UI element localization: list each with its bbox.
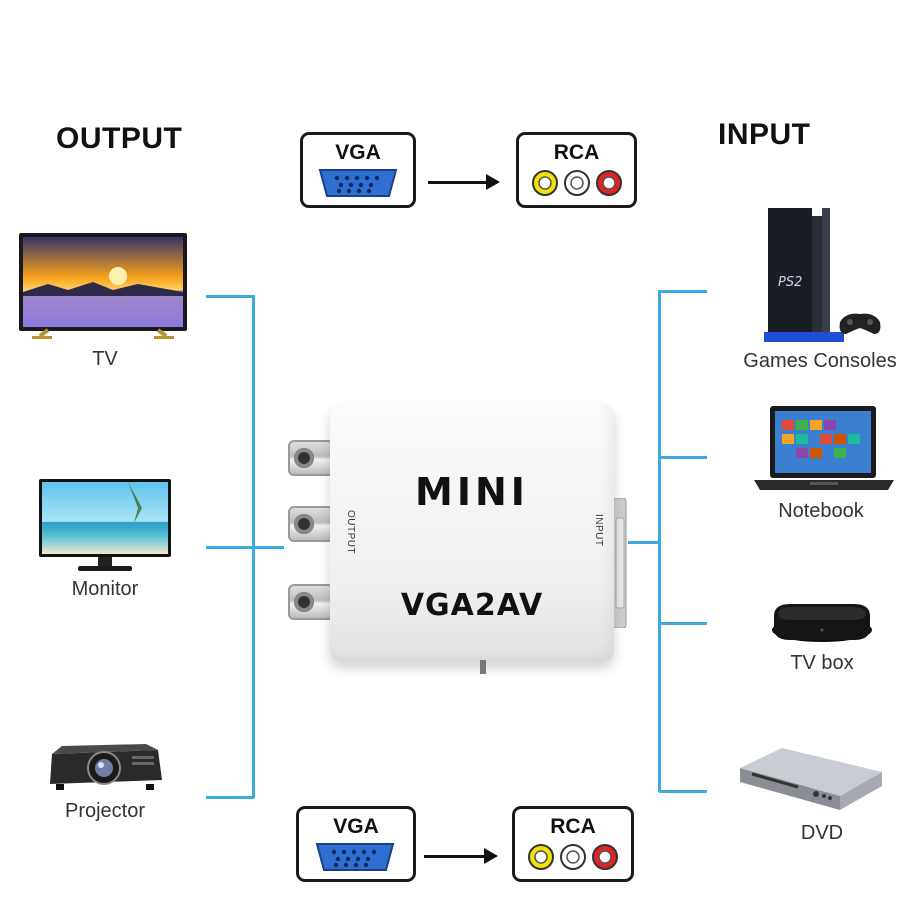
output-line-monitor <box>206 546 254 549</box>
monitor-label: Monitor <box>71 578 139 600</box>
input-line-notebook <box>659 456 707 459</box>
output-line-projector <box>206 796 254 799</box>
adapter-input-port-label: INPUT <box>593 514 604 547</box>
game-console-icon: PS2 <box>764 208 881 342</box>
tv-box-label: TV box <box>790 652 854 674</box>
input-line-adapter <box>628 541 660 544</box>
monitor-icon <box>39 479 171 571</box>
vga-connector-box-top: VGA <box>300 132 416 208</box>
rca-label: RCA <box>550 815 596 838</box>
vga-connector-box-bottom: VGA <box>296 806 416 882</box>
rca-output-jack-2 <box>288 506 334 542</box>
adapter-body <box>330 404 614 662</box>
input-line-tvbox <box>659 622 707 625</box>
adapter-output-port-label: OUTPUT <box>345 510 356 555</box>
input-heading: INPUT <box>718 118 811 151</box>
arrow-top <box>428 174 500 190</box>
output-line-tv <box>206 295 254 298</box>
input-line-console <box>659 290 707 293</box>
rca-ports-icon <box>532 170 622 196</box>
rca-connector-box-top: RCA <box>516 132 637 208</box>
vga-port-icon <box>315 843 395 871</box>
vga-label: VGA <box>335 141 381 164</box>
adapter-brand-logo: MINI <box>415 470 529 514</box>
rca-output-jack-1 <box>288 440 334 476</box>
dvd-label: DVD <box>800 822 844 844</box>
adapter-switch <box>480 660 486 674</box>
rca-connector-box-bottom: RCA <box>512 806 634 882</box>
laptop-icon <box>754 406 894 490</box>
adapter-model-label: VGA2AV <box>400 588 544 623</box>
arrow-bottom <box>424 848 498 864</box>
vga2av-adapter: MINI VGA2AV OUTPUT INPUT <box>284 398 634 678</box>
output-heading: OUTPUT <box>56 122 183 155</box>
svg-text:PS2: PS2 <box>778 275 802 290</box>
rca-label: RCA <box>553 141 600 164</box>
vga-port-icon <box>318 169 398 197</box>
game-console-label: Games Consoles <box>743 350 897 372</box>
vga-input-port-icon <box>611 498 627 628</box>
rca-ports-icon <box>528 844 618 870</box>
rca-output-jack-3 <box>288 584 334 620</box>
output-line-adapter <box>254 546 284 549</box>
vga-label: VGA <box>333 815 379 838</box>
input-line-dvd <box>659 790 707 793</box>
dvd-player-icon <box>740 748 882 810</box>
tv-box-icon <box>772 604 872 642</box>
tv-label: TV <box>92 348 118 370</box>
tv-icon <box>19 233 187 339</box>
projector-label: Projector <box>64 800 146 822</box>
projector-icon <box>50 744 162 790</box>
notebook-label: Notebook <box>778 500 864 522</box>
